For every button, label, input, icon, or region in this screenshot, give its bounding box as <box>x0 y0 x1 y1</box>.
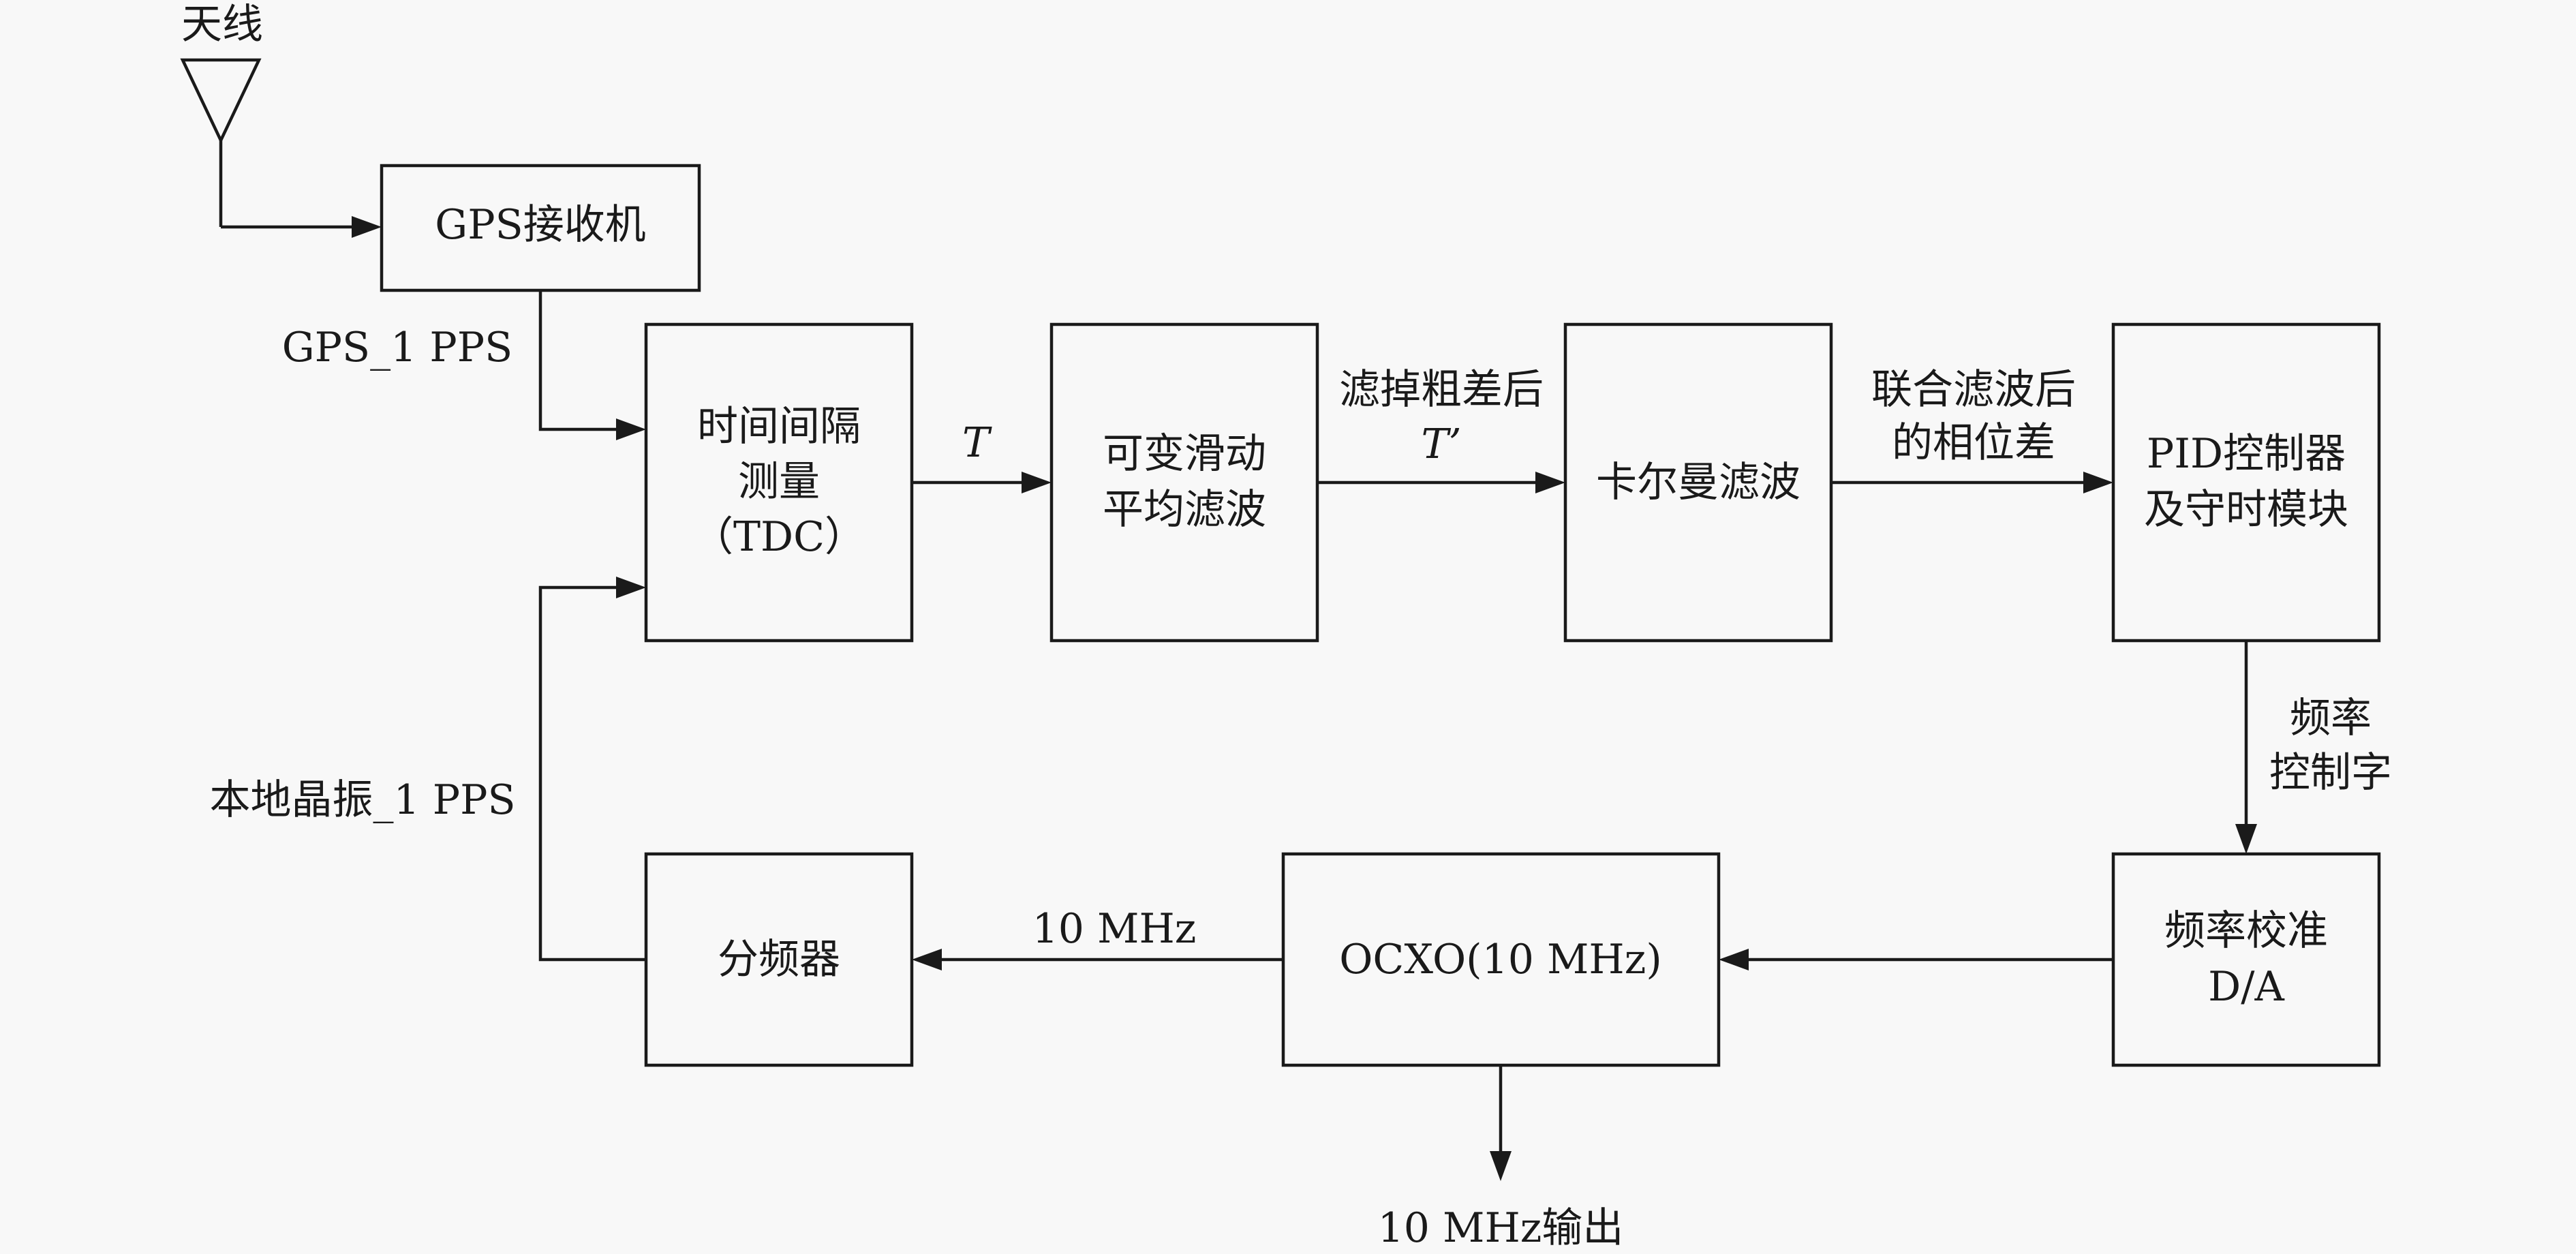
gps-receiver-block: GPS接收机 <box>380 164 701 292</box>
average-to-kalman-arrow <box>1317 472 1565 493</box>
svg-text:测量: 测量 <box>738 458 820 506</box>
pid-to-da-arrow <box>2235 641 2257 854</box>
svg-text:及守时模块: 及守时模块 <box>2144 486 2348 534</box>
svg-text:分频器: 分频器 <box>718 936 840 983</box>
ocxo-output-arrow <box>1490 1065 1512 1181</box>
antenna-to-gps-arrow <box>221 216 382 238</box>
phase-label-line2: 的相位差 <box>1892 419 2055 467</box>
freq-word-label-line2: 控制字 <box>2269 749 2392 797</box>
svg-text:卡尔曼滤波: 卡尔曼滤波 <box>1596 459 1800 506</box>
antenna-icon <box>180 58 262 227</box>
mhz-label: 10 MHz <box>1032 905 1197 953</box>
antenna-label: 天线 <box>181 1 263 48</box>
frequency-divider-block: 分频器 <box>644 852 914 1067</box>
time-interval-measurement-block: 时间间隔 测量 （TDC） <box>644 322 914 643</box>
tdc-to-average-arrow <box>912 472 1052 493</box>
pid-controller-block: PID控制器 及守时模块 <box>2111 322 2381 643</box>
output-label: 10 MHz输出 <box>1378 1204 1624 1252</box>
local-pps-feedback-arrow <box>538 577 646 962</box>
kalman-filter-block: 卡尔曼滤波 <box>1563 322 1833 643</box>
phase-label-line1: 联合滤波后 <box>1871 366 2076 414</box>
svg-text:D/A: D/A <box>2208 963 2284 1011</box>
svg-text:频率校准: 频率校准 <box>2164 907 2328 955</box>
svg-text:时间间隔: 时间间隔 <box>697 403 861 450</box>
kalman-to-pid-arrow <box>1831 472 2113 493</box>
svg-text:（TDC）: （TDC） <box>692 513 865 561</box>
gps-pps-label: GPS_1 PPS <box>282 324 513 371</box>
frequency-calibration-da-block: 频率校准 D/A <box>2111 852 2381 1067</box>
svg-text:可变滑动: 可变滑动 <box>1103 430 1266 478</box>
ocxo-block: OCXO(10 MHz) <box>1281 852 1721 1067</box>
svg-text:GPS接收机: GPS接收机 <box>435 201 645 249</box>
t-prime-label: T’ <box>1421 420 1461 468</box>
t-label: T <box>962 419 992 467</box>
da-to-ocxo-arrow <box>1719 949 2113 970</box>
svg-text:PID控制器: PID控制器 <box>2147 430 2346 478</box>
freq-word-label-line1: 频率 <box>2290 694 2372 742</box>
filtered-label: 滤掉粗差后 <box>1339 366 1544 414</box>
svg-text:平均滤波: 平均滤波 <box>1103 486 1266 534</box>
gps-pps-arrow <box>538 290 646 440</box>
moving-average-filter-block: 可变滑动 平均滤波 <box>1049 322 1319 643</box>
local-pps-label: 本地晶振_1 PPS <box>209 776 515 824</box>
ocxo-to-divider-arrow <box>912 949 1283 970</box>
svg-text:OCXO(10 MHz): OCXO(10 MHz) <box>1339 936 1662 983</box>
